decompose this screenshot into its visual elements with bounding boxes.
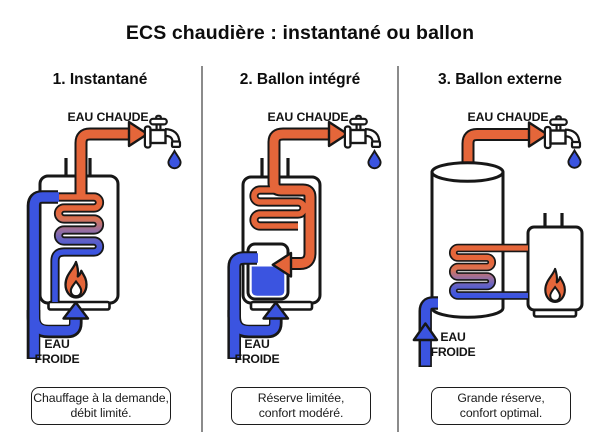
panel-heading: 1. Instantané <box>52 71 148 88</box>
panel-heading: 3. Ballon externe <box>437 71 563 88</box>
heat-exchanger-coil-fill <box>44 194 103 302</box>
hot-water-pipe-fill <box>76 129 131 200</box>
cold-label-line1: EAU <box>44 337 70 351</box>
water-drop-icon <box>567 149 582 169</box>
cold-water-label: EAU FROIDE <box>217 337 297 366</box>
heat-exchanger-coil-fill <box>251 187 310 229</box>
caption-line2: confort modéré. <box>258 406 344 420</box>
caption-box: Réserve limitée, confort modéré. <box>231 387 371 425</box>
caption-box: Grande réserve, confort optimal. <box>431 387 571 425</box>
cold-water-pipe <box>26 190 83 359</box>
panel-instantane: 1. Instantané EAU CHAUDE EAU FROIDE Chau… <box>0 0 200 448</box>
flow-arrow <box>271 251 293 278</box>
water-drop-icon <box>167 150 182 170</box>
caption-line1: Grande réserve, <box>457 390 545 405</box>
cold-label-line2: FROIDE <box>430 344 476 359</box>
cold-label-line1: EAU <box>244 337 270 351</box>
diagram-instantane <box>26 0 200 359</box>
tank-water-fill <box>251 266 285 296</box>
cold-water-pipe <box>418 296 438 367</box>
caption-line1: Chauffage à la demande, <box>33 390 169 405</box>
hot-water-pipe-fill <box>269 129 331 268</box>
flow-arrow <box>327 120 349 148</box>
caption-line2: débit limité. <box>70 406 132 420</box>
hot-water-label: EAU CHAUDE <box>267 110 349 124</box>
flow-arrow <box>527 121 549 148</box>
panel-heading: 2. Ballon intégré <box>239 71 361 88</box>
cold-label-line2: FROIDE <box>234 351 280 366</box>
flow-arrow <box>127 120 149 148</box>
water-drop-icon <box>367 150 382 170</box>
cold-label-line2: FROIDE <box>34 351 80 366</box>
caption-line1: Réserve limitée, <box>257 390 345 405</box>
panel-divider <box>201 66 203 432</box>
cold-water-pipe <box>227 251 283 359</box>
diagram-ballon-externe <box>412 0 600 367</box>
cold-water-label: EAU FROIDE <box>17 337 97 366</box>
diagram-ballon-integre <box>227 0 400 359</box>
caption-box: Chauffage à la demande, débit limité. <box>31 387 171 425</box>
page-title: ECS chaudière : instantané ou ballon <box>125 22 475 44</box>
cold-water-label: EAU FROIDE <box>413 330 493 359</box>
hot-water-label: EAU CHAUDE <box>67 110 149 124</box>
cold-label-line1: EAU <box>440 330 466 344</box>
caption-line2: confort optimal. <box>459 406 543 420</box>
flow-arrow <box>412 322 439 342</box>
hot-water-pipe <box>461 128 531 172</box>
panel-ballon-externe: 3. Ballon externe EAU CHAUDE EAU FROIDE … <box>400 0 600 448</box>
hot-water-label: EAU CHAUDE <box>467 110 549 124</box>
heat-exchanger-coil <box>449 243 528 300</box>
panel-ballon-integre: 2. Ballon intégré EAU CHAUDE EAU FROIDE … <box>200 0 400 448</box>
flow-arrow <box>62 301 90 320</box>
flow-arrow <box>262 301 290 320</box>
panel-divider <box>397 66 399 432</box>
